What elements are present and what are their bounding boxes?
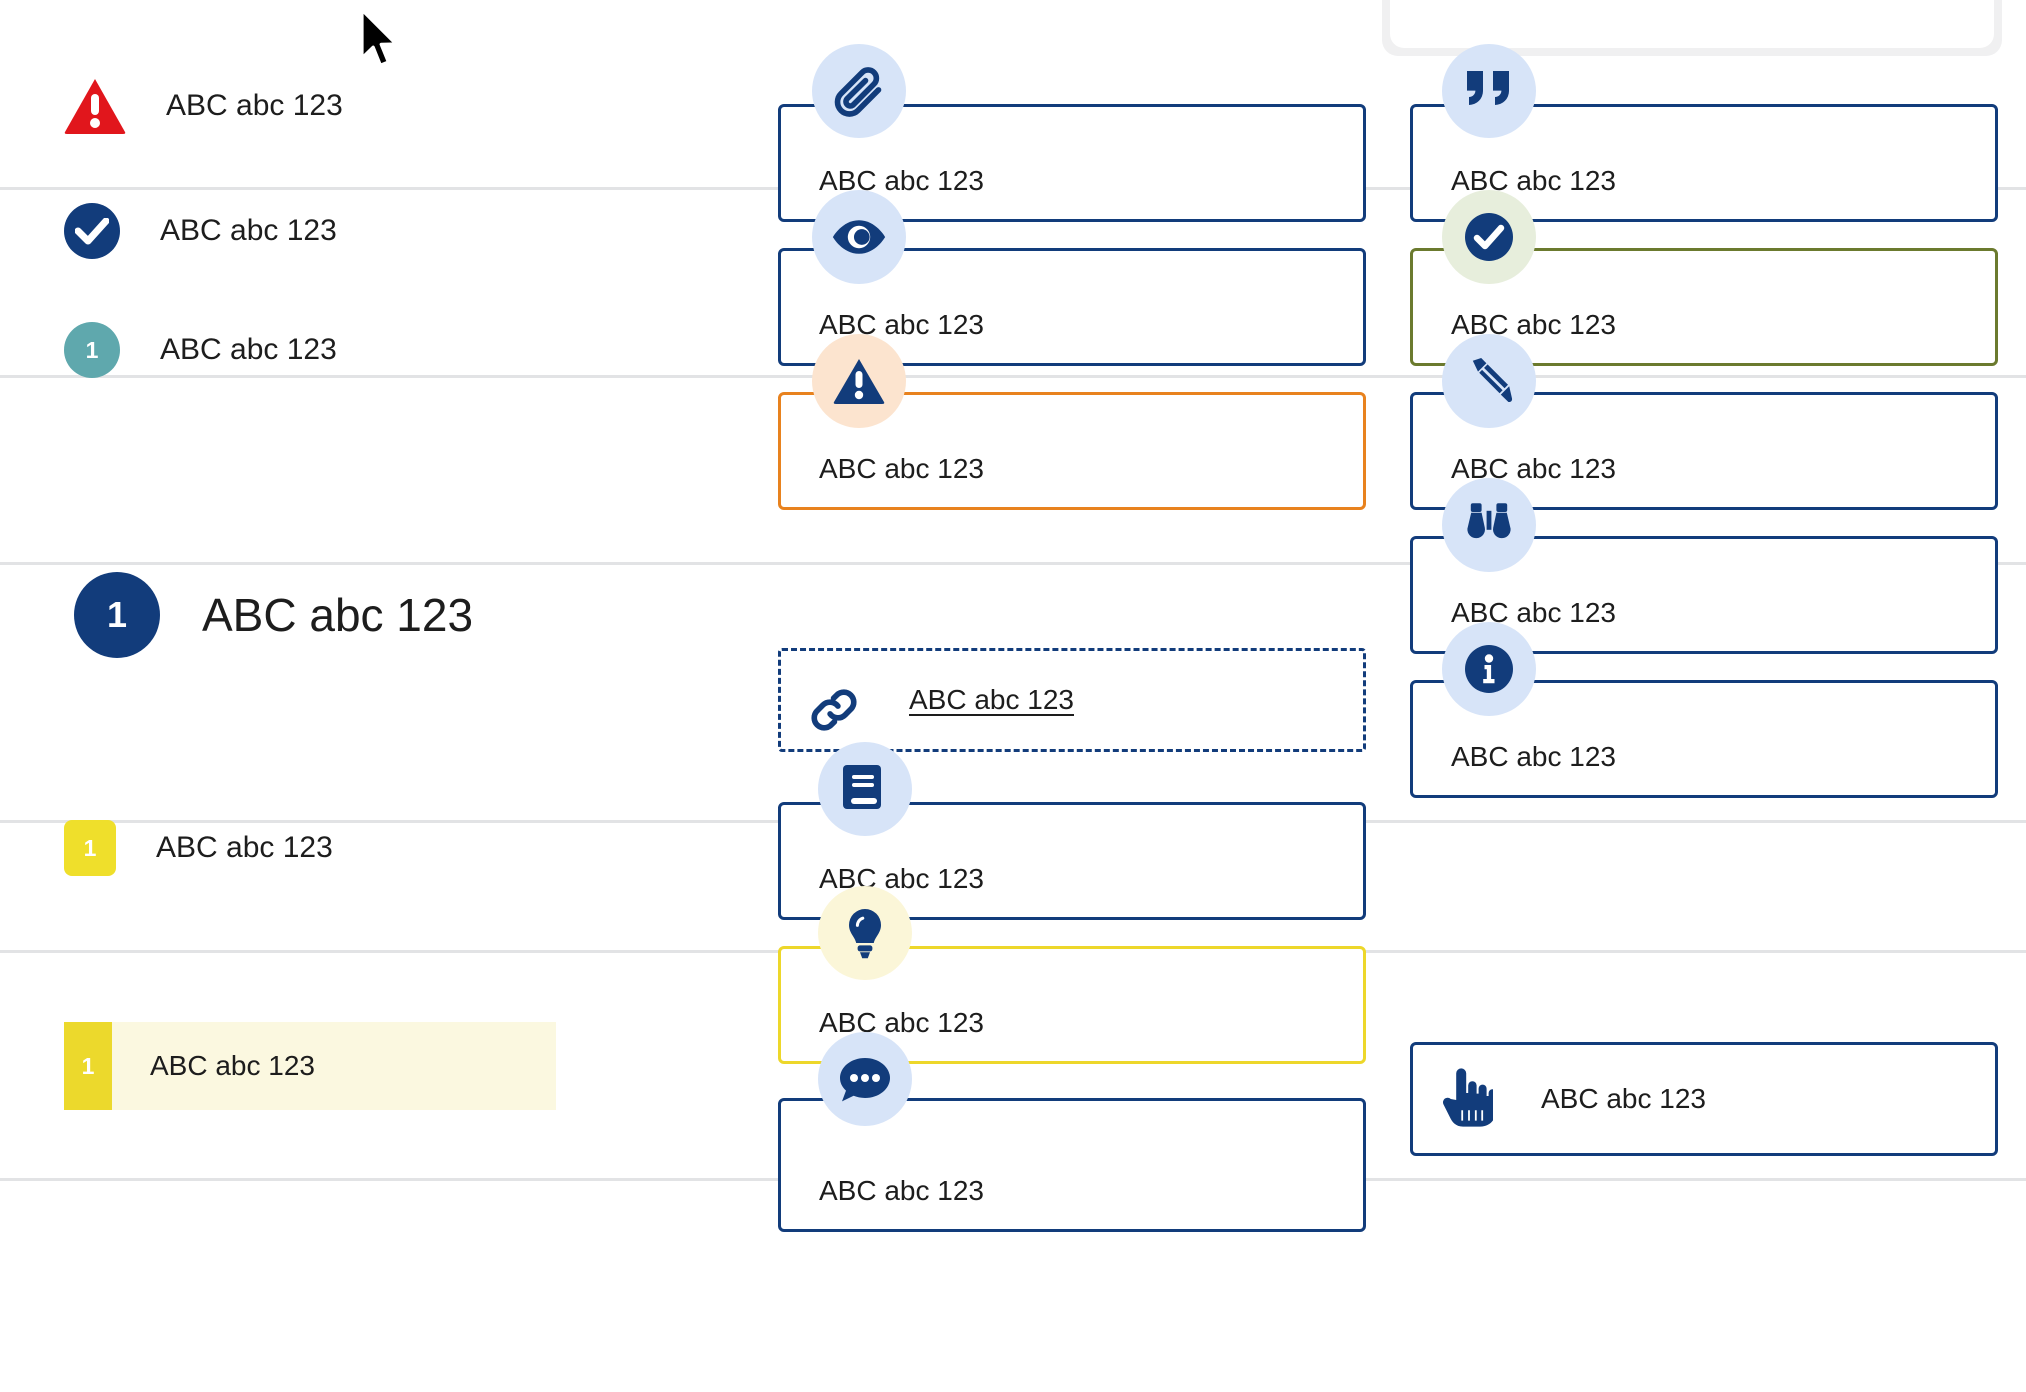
check-icon [1442,190,1536,284]
card-label: ABC abc 123 [1541,1083,1706,1114]
left-panel: ABC abc 123 ABC abc 123 1 ABC abc 123 1 … [0,0,760,1392]
list-item-label: ABC abc 123 [166,89,343,122]
check-circle-icon [64,203,120,259]
card-pointer[interactable]: ABC abc 123 [1410,1042,1998,1156]
list-item-label: ABC abc 123 [160,214,337,247]
card-link-label[interactable]: ABC abc 123 [909,684,1074,715]
list-item[interactable]: 1 ABC abc 123 [74,572,473,658]
warning-triangle-icon [64,78,126,134]
list-item-label: ABC abc 123 [202,589,474,641]
badge-number: 1 [106,594,128,635]
list-item[interactable]: 1 ABC abc 123 [64,820,333,876]
card-label: ABC abc 123 [1451,741,1616,772]
pencil-icon [1442,334,1536,428]
quote-icon [1442,44,1536,138]
number-circle-navy-large-icon: 1 [74,572,160,658]
eye-icon [812,190,906,284]
link-icon [798,682,870,738]
divider [0,375,2026,378]
badge-number: 1 [83,834,97,861]
binoculars-icon [1442,478,1536,572]
list-item-selected[interactable]: 1 ABC abc 123 [64,1022,556,1110]
number-circle-teal-icon: 1 [64,322,120,378]
mouse-pointer-icon [358,8,402,75]
card-label: ABC abc 123 [819,453,984,484]
badge-number: 1 [85,336,99,363]
paperclip-icon [812,44,906,138]
divider [0,562,2026,565]
info-icon [1442,622,1536,716]
number-marker-yellow-icon: 1 [64,1022,112,1110]
list-item-label: ABC abc 123 [150,1050,315,1081]
warning-icon [812,334,906,428]
badge-number: 1 [81,1052,95,1079]
list-item[interactable]: ABC abc 123 [64,78,343,134]
card-link[interactable]: ABC abc 123 [778,648,1366,752]
hand-pointer-icon [1428,1060,1502,1132]
comment-icon [818,1032,912,1126]
background-panel-inner [1390,0,1994,48]
card-label: ABC abc 123 [819,1007,984,1038]
card-label: ABC abc 123 [819,1175,984,1206]
list-item-label: ABC abc 123 [156,831,333,864]
number-square-yellow-icon: 1 [64,820,116,876]
list-item[interactable]: 1 ABC abc 123 [64,322,337,378]
book-icon [818,742,912,836]
lightbulb-icon [818,886,912,980]
list-item[interactable]: ABC abc 123 [64,203,337,259]
list-item-label: ABC abc 123 [160,333,337,366]
